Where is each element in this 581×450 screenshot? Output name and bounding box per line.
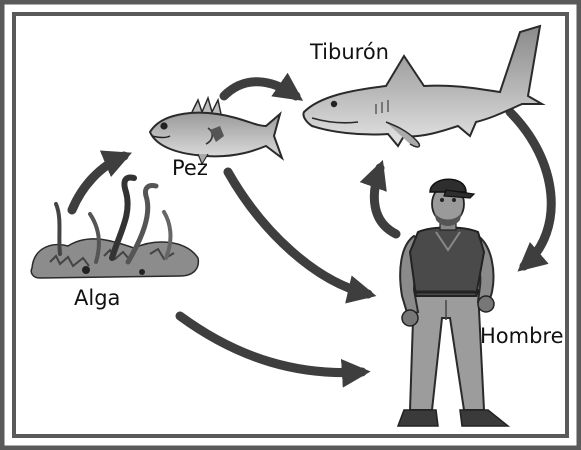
tiburon-label: Tiburón	[310, 42, 389, 63]
alga-label: Alga	[74, 288, 120, 309]
hombre-label: Hombre	[480, 326, 564, 347]
pez-label: Pez	[172, 158, 208, 179]
